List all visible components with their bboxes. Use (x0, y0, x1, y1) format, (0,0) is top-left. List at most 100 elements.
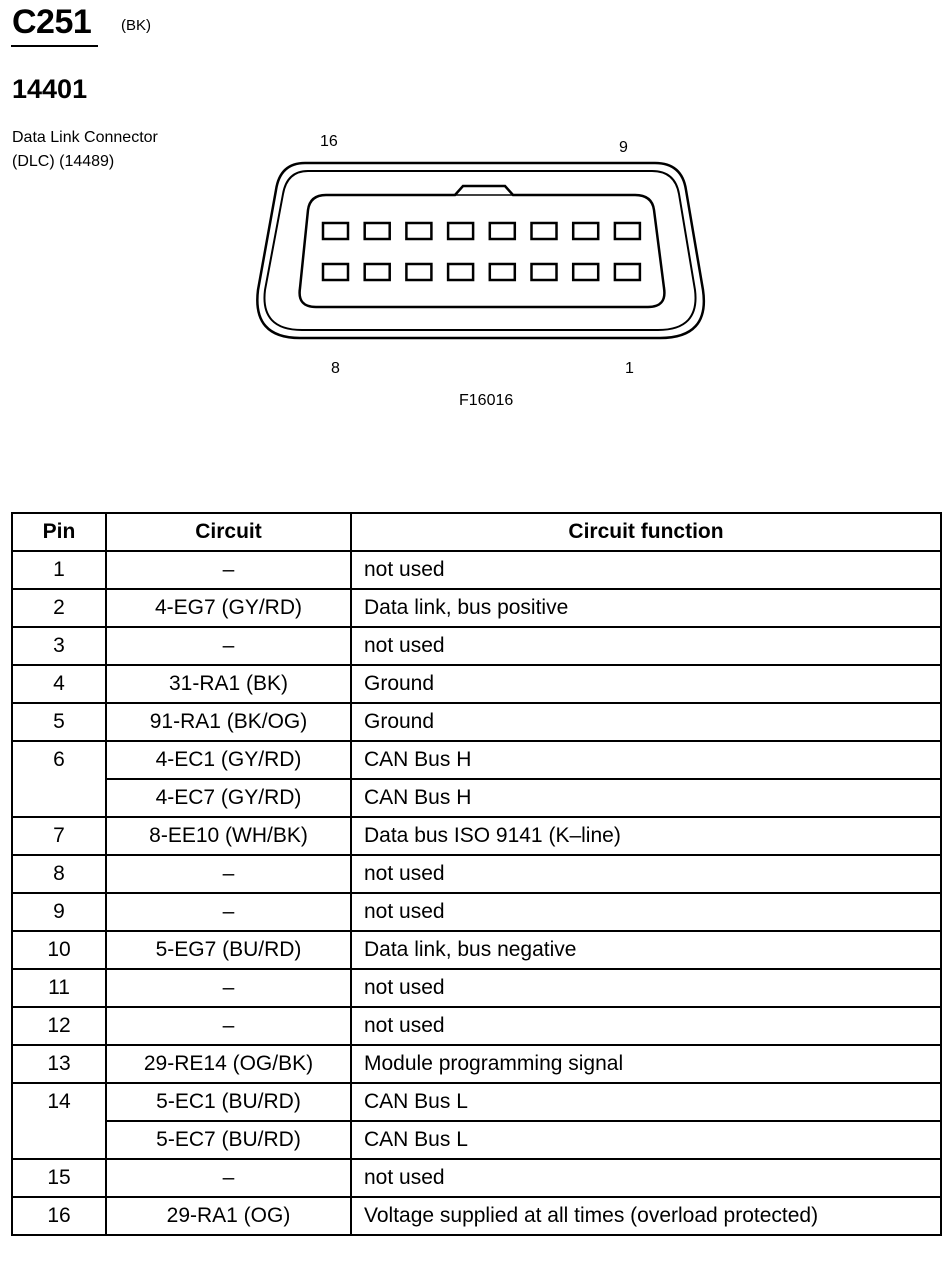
pin-socket (363, 262, 391, 282)
cell-circuit: 5-EG7 (BU/RD) (105, 930, 352, 970)
table-row: 5-EC7 (BU/RD)CAN Bus L (12, 1120, 942, 1160)
table-row: 4-EC7 (GY/RD)CAN Bus H (12, 778, 942, 818)
cell-function: CAN Bus L (350, 1120, 942, 1160)
pin-label-8: 8 (331, 360, 340, 377)
connector-name-line2: (DLC) (14489) (12, 153, 115, 170)
cell-function: Ground (350, 702, 942, 742)
cell-pin: 6 (11, 740, 107, 818)
pin-label-9: 9 (619, 139, 628, 156)
cell-circuit: – (105, 1006, 352, 1046)
cell-pin: 1 (11, 550, 107, 590)
table-row: 9–not used (11, 892, 942, 932)
connector-name-line1: Data Link Connector (12, 129, 158, 146)
connector-inner-outline (263, 170, 697, 331)
table-row: 1–not used (11, 550, 942, 590)
cell-function: not used (350, 968, 942, 1008)
connector-id: C251 (12, 3, 92, 41)
cell-pin: 13 (11, 1044, 107, 1084)
pin-socket (613, 221, 642, 241)
cell-circuit: – (105, 626, 352, 666)
cell-circuit: 29-RA1 (OG) (105, 1196, 352, 1236)
pin-socket (446, 262, 475, 282)
table-row: 11–not used (11, 968, 942, 1008)
table-row: 12–not used (11, 1006, 942, 1046)
pin-label-16: 16 (320, 133, 338, 150)
cell-circuit: – (105, 892, 352, 932)
cell-function: Data link, bus positive (350, 588, 942, 628)
connector-outer-outline (256, 161, 706, 340)
pin-socket (488, 221, 517, 241)
cell-function: Data link, bus negative (350, 930, 942, 970)
cell-circuit: 4-EC1 (GY/RD) (105, 740, 352, 780)
cell-pin: 14 (11, 1082, 107, 1160)
figure-code: F16016 (459, 392, 514, 409)
header-circuit: Circuit (105, 512, 352, 552)
cell-pin: 5 (11, 702, 107, 742)
cell-circuit: 31-RA1 (BK) (105, 664, 352, 704)
pin-socket (446, 221, 475, 241)
cell-circuit: 91-RA1 (BK/OG) (105, 702, 352, 742)
cell-pin: 8 (11, 854, 107, 894)
pin-socket (488, 262, 517, 282)
cell-pin: 9 (11, 892, 107, 932)
cell-function: CAN Bus L (350, 1082, 942, 1122)
cell-circuit: 5-EC1 (BU/RD) (105, 1082, 352, 1122)
connector-drawing (256, 161, 706, 340)
cell-function: not used (350, 854, 942, 894)
header-function: Circuit function (350, 512, 942, 552)
cell-circuit: – (105, 968, 352, 1008)
cell-pin: 4 (11, 664, 107, 704)
pin-label-1: 1 (625, 360, 634, 377)
pin-socket (530, 262, 558, 282)
pin-socket (405, 221, 433, 241)
cell-circuit: 4-EG7 (GY/RD) (105, 588, 352, 628)
cell-function: CAN Bus H (350, 740, 942, 780)
cell-pin: 10 (11, 930, 107, 970)
connector-pin-face (298, 184, 666, 309)
connector-color: (BK) (121, 17, 151, 34)
cell-function: Voltage supplied at all times (overload … (350, 1196, 942, 1236)
pin-socket (613, 262, 642, 282)
cell-circuit: – (105, 854, 352, 894)
pin-socket (363, 221, 391, 241)
cell-function: not used (350, 892, 942, 932)
pin-socket (530, 221, 558, 241)
cell-function: CAN Bus H (350, 778, 942, 818)
pin-socket (571, 221, 600, 241)
table-row: 15–not used (11, 1158, 942, 1198)
cell-pin: 15 (11, 1158, 107, 1198)
cell-pin: 3 (11, 626, 107, 666)
cell-function: not used (350, 1158, 942, 1198)
cell-pin: 7 (11, 816, 107, 856)
pin-socket (321, 262, 350, 282)
pin-grid (321, 221, 642, 282)
cell-function: Module programming signal (350, 1044, 942, 1084)
cell-circuit: 5-EC7 (BU/RD) (105, 1120, 352, 1160)
header-pin: Pin (11, 512, 107, 552)
pin-table: Pin Circuit Circuit function 1–not used … (11, 512, 942, 1236)
cell-pin: 11 (11, 968, 107, 1008)
table-header-row: Pin Circuit Circuit function (11, 512, 942, 552)
cell-function: Data bus ISO 9141 (K–line) (350, 816, 942, 856)
cell-function: Ground (350, 664, 942, 704)
cell-function: not used (350, 626, 942, 666)
pin-socket (571, 262, 600, 282)
pin-socket (405, 262, 433, 282)
cell-function: not used (350, 1006, 942, 1046)
table-row: 8–not used (11, 854, 942, 894)
pin-socket (321, 221, 350, 241)
cell-pin: 2 (11, 588, 107, 628)
cell-circuit: – (105, 1158, 352, 1198)
cell-circuit: – (105, 550, 352, 590)
connector-id-underline (11, 45, 98, 47)
cell-pin: 16 (11, 1196, 107, 1236)
